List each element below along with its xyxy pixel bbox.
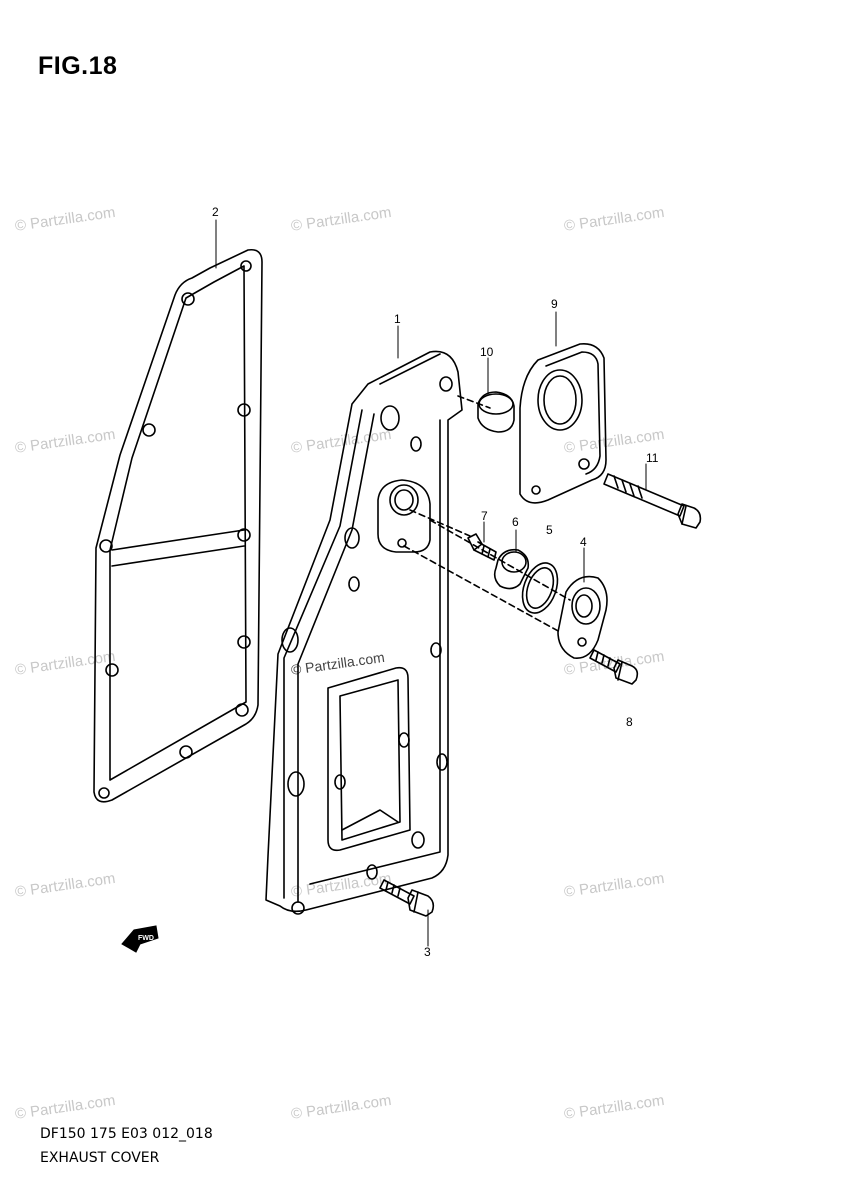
bolt-part-3[interactable] xyxy=(379,879,435,917)
bolt-part-8[interactable] xyxy=(589,649,639,685)
cap-part-4[interactable] xyxy=(557,575,608,659)
bolt-part-7[interactable] xyxy=(467,533,497,561)
figure-name: EXHAUST COVER xyxy=(40,1150,160,1166)
callout-1: 1 xyxy=(394,312,401,326)
callout-8: 8 xyxy=(626,715,633,729)
callout-10: 10 xyxy=(480,345,494,359)
callout-9: 9 xyxy=(551,297,558,311)
gasket-part-2[interactable] xyxy=(93,248,263,803)
callout-3: 3 xyxy=(424,945,431,959)
callout-5: 5 xyxy=(546,523,553,537)
collar-part-6[interactable] xyxy=(493,548,530,590)
callout-4: 4 xyxy=(580,535,587,549)
fwd-arrow-icon: FWD xyxy=(121,925,159,953)
callout-6: 6 xyxy=(512,515,519,529)
o-ring-part-5[interactable] xyxy=(516,558,564,618)
figure-title: FIG.18 xyxy=(38,52,118,80)
callout-2: 2 xyxy=(212,205,219,219)
bracket-part-9[interactable] xyxy=(519,342,607,504)
bushing-part-10[interactable] xyxy=(477,391,515,433)
callout-11: 11 xyxy=(646,451,659,465)
exhaust-cover-part-1[interactable] xyxy=(265,350,463,915)
bolt-part-11[interactable] xyxy=(603,473,702,529)
callout-7: 7 xyxy=(481,509,488,523)
fwd-arrow-label: FWD xyxy=(138,935,154,942)
figure-code: DF150 175 E03 012_018 xyxy=(40,1126,213,1142)
